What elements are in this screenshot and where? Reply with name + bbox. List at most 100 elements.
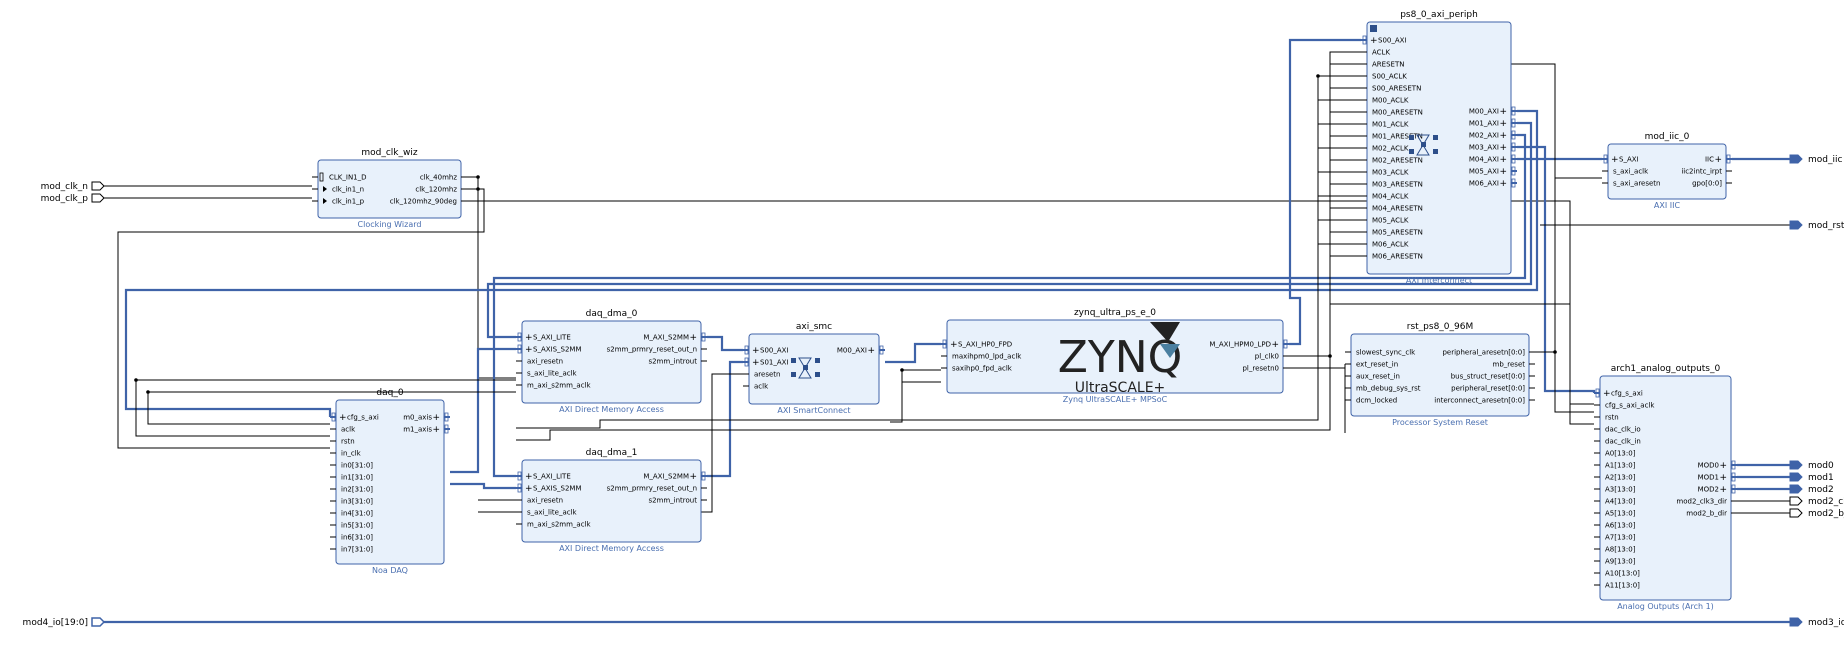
pin-mod2[interactable]: +MOD2 bbox=[1698, 484, 1737, 495]
pin-cfg-s-axi[interactable]: +cfg_s_axi bbox=[1594, 388, 1643, 399]
pin-in2-31-0[interactable]: in2[31:0] bbox=[330, 486, 373, 494]
pin-s-axi-hp0-fpd[interactable]: +S_AXI_HP0_FPD bbox=[941, 339, 1012, 350]
dma1-to-smc-bus[interactable] bbox=[707, 360, 743, 478]
pin-a0-13-0[interactable]: A0[13:0] bbox=[1594, 450, 1636, 458]
net-wire[interactable] bbox=[135, 380, 330, 437]
pin-m01-aresetn[interactable]: M01_ARESETN bbox=[1361, 133, 1423, 141]
pin-s-axi-lite-aclk[interactable]: s_axi_lite_aclk bbox=[516, 370, 578, 378]
pin-in3-31-0[interactable]: in3[31:0] bbox=[330, 498, 373, 506]
pin-s2mm-prmry-reset-out-n[interactable]: s2mm_prmry_reset_out_n bbox=[607, 485, 707, 493]
pin-mod2-b-dir[interactable]: mod2_b_dir bbox=[1686, 510, 1737, 518]
port-mod-clk-n[interactable]: mod_clk_n bbox=[41, 181, 105, 192]
pl-resetn0-wire[interactable] bbox=[1289, 364, 1346, 369]
pin-clk-40mhz[interactable]: clk_40mhz bbox=[420, 174, 467, 182]
pin-s-axi-aclk[interactable]: s_axi_aclk bbox=[1602, 168, 1649, 176]
pin-a9-13-0[interactable]: A9[13:0] bbox=[1594, 558, 1636, 566]
pin-s00-aresetn[interactable]: S00_ARESETN bbox=[1361, 85, 1421, 93]
pin-in7-31-0[interactable]: in7[31:0] bbox=[330, 546, 373, 554]
pin-m-axi-s2mm-aclk[interactable]: m_axi_s2mm_aclk bbox=[516, 521, 592, 529]
pin-rstn[interactable]: rstn bbox=[330, 438, 355, 446]
pin-a2-13-0[interactable]: A2[13:0] bbox=[1594, 474, 1636, 482]
m00-axi-bus[interactable] bbox=[124, 109, 1539, 417]
pin-s-axis-s2mm[interactable]: +S_AXIS_S2MM bbox=[516, 483, 582, 494]
pin-m05-aresetn[interactable]: M05_ARESETN bbox=[1361, 229, 1423, 237]
port-mod-iic[interactable]: mod_iic bbox=[1789, 154, 1842, 165]
pin-in5-31-0[interactable]: in5[31:0] bbox=[330, 522, 373, 530]
pin-mod0[interactable]: +MOD0 bbox=[1698, 460, 1737, 471]
net-wire[interactable] bbox=[1330, 303, 1594, 405]
pin-peripheral-reset-0-0[interactable]: peripheral_reset[0:0] bbox=[1451, 385, 1535, 393]
pin-clk-in1-n[interactable]: clk_in1_n bbox=[312, 186, 364, 194]
net-wire[interactable] bbox=[1554, 177, 1602, 352]
m01-axi-bus[interactable] bbox=[486, 121, 1533, 339]
pin-s-axi-lite[interactable]: +S_AXI_LITE bbox=[516, 332, 571, 343]
pin-clk-in1-p[interactable]: clk_in1_p bbox=[312, 198, 365, 206]
pin-pl-resetn0[interactable]: pl_resetn0 bbox=[1242, 365, 1289, 373]
in-clk-wire[interactable] bbox=[117, 188, 485, 449]
pin-s00-aclk[interactable]: S00_ACLK bbox=[1361, 73, 1407, 81]
pin-s2mm-introut[interactable]: s2mm_introut bbox=[648, 358, 707, 366]
pin-m06-axi[interactable]: +M06_AXI bbox=[1469, 178, 1517, 189]
pin-a7-13-0[interactable]: A7[13:0] bbox=[1594, 534, 1636, 542]
pin-axi-resetn[interactable]: axi_resetn bbox=[516, 497, 563, 505]
pin-m02-axi[interactable]: +M02_AXI bbox=[1469, 130, 1517, 141]
pin-m03-aclk[interactable]: M03_ACLK bbox=[1361, 169, 1409, 177]
port-mod2[interactable]: mod2 bbox=[1789, 484, 1834, 495]
pin-s-axi[interactable]: +S_AXI bbox=[1602, 154, 1639, 165]
pin-a3-13-0[interactable]: A3[13:0] bbox=[1594, 486, 1636, 494]
net-wire[interactable] bbox=[147, 392, 330, 425]
port-mod3-io[interactable]: mod3_io[31:0] bbox=[1789, 617, 1844, 628]
pin-cfg-s-axi[interactable]: +cfg_s_axi bbox=[330, 412, 379, 423]
pin-m00-axi[interactable]: +M00_AXI bbox=[837, 345, 885, 356]
pin-axi-resetn[interactable]: axi_resetn bbox=[516, 358, 563, 366]
pin-mb-debug-sys-rst[interactable]: mb_debug_sys_rst bbox=[1345, 385, 1421, 393]
pin-aux-reset-in[interactable]: aux_reset_in bbox=[1345, 373, 1400, 381]
pin-iic2intc-irpt[interactable]: iic2intc_irpt bbox=[1681, 168, 1732, 176]
pin-m04-aclk[interactable]: M04_ACLK bbox=[1361, 193, 1409, 201]
pin-m1-axis[interactable]: +m1_axis bbox=[403, 424, 450, 435]
pin-clk-120mhz[interactable]: clk_120mhz bbox=[415, 186, 467, 194]
m03-axi-bus[interactable] bbox=[1517, 145, 1596, 393]
pin-m00-axi[interactable]: +M00_AXI bbox=[1469, 106, 1517, 117]
pin-slowest-sync-clk[interactable]: slowest_sync_clk bbox=[1345, 349, 1416, 357]
pin-rstn[interactable]: rstn bbox=[1594, 414, 1619, 422]
pin-m-axi-hpm0-lpd[interactable]: +M_AXI_HPM0_LPD bbox=[1209, 339, 1289, 350]
pl-clk0-wire[interactable] bbox=[1289, 51, 1361, 357]
pin-s00-axi[interactable]: +S00_AXI bbox=[743, 345, 789, 356]
pin-s-axi-lite-aclk[interactable]: s_axi_lite_aclk bbox=[516, 509, 578, 517]
pin-saxihp0-fpd-aclk[interactable]: saxihp0_fpd_aclk bbox=[941, 365, 1013, 373]
block-body[interactable] bbox=[335, 399, 445, 565]
pin-m05-aclk[interactable]: M05_ACLK bbox=[1361, 217, 1409, 225]
pin-iic[interactable]: +IIC bbox=[1705, 154, 1732, 165]
pin-m01-aclk[interactable]: M01_ACLK bbox=[1361, 121, 1409, 129]
port-mod-rst[interactable]: mod_rst[0:0] bbox=[1789, 220, 1844, 231]
pin-a10-13-0[interactable]: A10[13:0] bbox=[1594, 570, 1640, 578]
pin-a6-13-0[interactable]: A6[13:0] bbox=[1594, 522, 1636, 530]
pin-aclk[interactable]: aclk bbox=[330, 426, 356, 434]
pin-m02-aresetn[interactable]: M02_ARESETN bbox=[1361, 157, 1423, 165]
pin-peripheral-aresetn-0-0[interactable]: peripheral_aresetn[0:0] bbox=[1442, 349, 1535, 357]
pin-dcm-locked[interactable]: dcm_locked bbox=[1345, 397, 1397, 405]
net-wire[interactable] bbox=[1554, 352, 1594, 413]
m0-axis-bus[interactable] bbox=[450, 347, 516, 474]
pin-maxihpm0-lpd-aclk[interactable]: maxihpm0_lpd_aclk bbox=[941, 353, 1022, 361]
pin-m06-aclk[interactable]: M06_ACLK bbox=[1361, 241, 1409, 249]
m1-axis-bus[interactable] bbox=[450, 482, 516, 490]
pin-clk-in1-d[interactable]: CLK_IN1_D bbox=[312, 172, 367, 182]
port-mod0[interactable]: mod0 bbox=[1789, 460, 1834, 471]
s00-axi-bus[interactable] bbox=[1288, 38, 1361, 346]
pin-s-axi-aresetn[interactable]: s_axi_aresetn bbox=[1602, 180, 1660, 188]
port-mod4-io[interactable]: mod4_io[19:0] bbox=[23, 617, 106, 628]
pin-s2mm-prmry-reset-out-n[interactable]: s2mm_prmry_reset_out_n bbox=[607, 346, 707, 354]
clk-40mhz-wire[interactable] bbox=[467, 176, 516, 379]
pin-in0-31-0[interactable]: in0[31:0] bbox=[330, 462, 373, 470]
pin-m00-aclk[interactable]: M00_ACLK bbox=[1361, 97, 1409, 105]
pin-aresetn[interactable]: ARESETN bbox=[1361, 61, 1404, 69]
